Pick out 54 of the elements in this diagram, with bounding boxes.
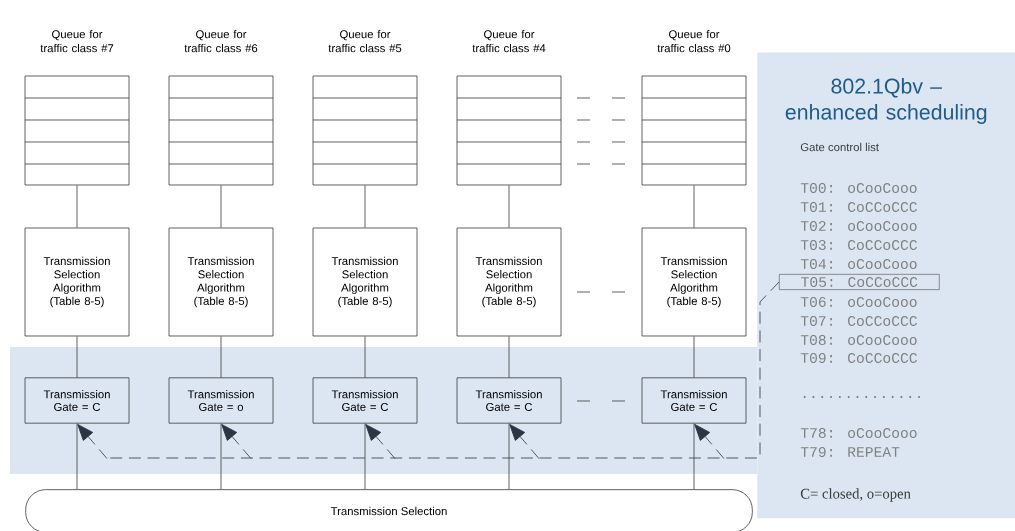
connector-line: [364, 336, 366, 378]
connector-line: [220, 336, 222, 378]
dashed-arrow: [694, 424, 725, 459]
queue-box: Queue for traffic class #5: [312, 29, 418, 186]
connector-line: [508, 336, 510, 378]
dashed-arrow: [77, 424, 108, 459]
gate-box: Transmission Gate = C: [641, 377, 747, 424]
connector-line: [220, 185, 222, 228]
list-entry: T00: oCooCooo: [800, 183, 917, 193]
queue-box: Queue for traffic class #7: [24, 29, 130, 186]
list-entry: T09: CoCCoCCC: [800, 353, 917, 363]
list-entry: T01: CoCCoCCC: [800, 202, 917, 212]
process-box: Transmission Selection Algorithm (Table 8-5): [24, 227, 130, 337]
connector-line: [76, 185, 78, 228]
gate-box: Transmission Gate = o: [168, 377, 274, 424]
dashed-arrow: [509, 424, 540, 459]
gate-box: Transmission Gate = C: [456, 377, 562, 424]
selection-band: Transmission Selection: [25, 489, 753, 531]
node-label: Queue for traffic class #6: [184, 29, 258, 53]
queue-box: Queue for traffic class #6: [168, 29, 274, 186]
gate-box: Transmission Gate = C: [24, 377, 130, 424]
process-box: Transmission Selection Algorithm (Table 8-5): [312, 227, 418, 337]
connector-line: [220, 423, 222, 490]
legend-note: C= closed, o=open: [800, 488, 911, 502]
list-entry: T07: CoCCoCCC: [800, 316, 917, 326]
connector-line: [693, 336, 695, 378]
list-entry: ..............: [803, 395, 920, 399]
list-entry: T79: REPEAT: [800, 447, 900, 457]
dashed-arrow: [365, 424, 396, 459]
queue-box: Queue for traffic class #0: [641, 29, 747, 186]
node-label: Queue for traffic class #4: [472, 29, 546, 53]
connector-line: [693, 423, 695, 490]
node-label: Queue for traffic class #0: [657, 29, 731, 53]
list-heading: Gate control list: [800, 142, 879, 152]
connector-line: [508, 185, 510, 228]
list-entry: T03: CoCCoCCC: [800, 240, 917, 250]
list-entry: T08: oCooCooo: [800, 335, 917, 345]
node-label: Queue for traffic class #5: [328, 29, 402, 53]
connector-line: [364, 423, 366, 490]
highlighted-entry: T05: CoCCoCCC: [779, 274, 940, 290]
gate-box: Transmission Gate = C: [312, 377, 418, 424]
list-entry: T78: oCooCooo: [800, 428, 917, 438]
list-entry: T02: oCooCooo: [800, 221, 917, 231]
queue-box: Queue for traffic class #4: [456, 29, 562, 186]
connector-line: [76, 423, 78, 490]
node-label: Queue for traffic class #7: [40, 29, 114, 53]
connector-line: [364, 185, 366, 228]
connector-line: [693, 185, 695, 228]
dashed-arrow: [221, 424, 252, 459]
process-box: Transmission Selection Algorithm (Table 8-5): [641, 227, 747, 337]
connector-line: [76, 336, 78, 378]
process-box: Transmission Selection Algorithm (Table 8-5): [168, 227, 274, 337]
connector-line: [508, 423, 510, 490]
process-box: Transmission Selection Algorithm (Table 8-5): [456, 227, 562, 337]
